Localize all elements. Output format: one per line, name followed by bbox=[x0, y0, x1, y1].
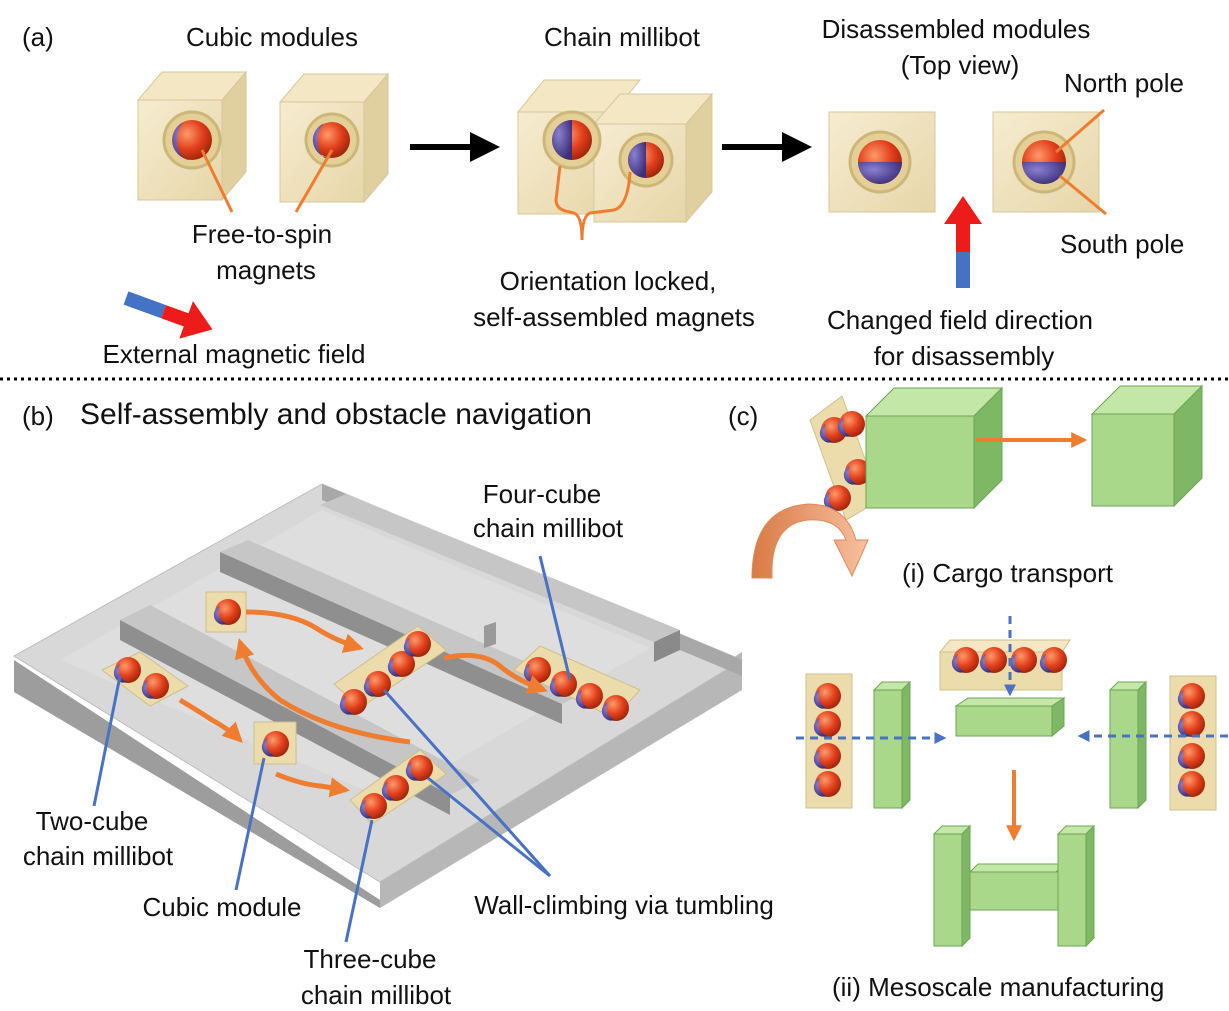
blue-callouts bbox=[92, 555, 572, 943]
panel-b-title: Self-assembly and obstacle navigation bbox=[80, 398, 592, 431]
cubic-module-label: Cubic module bbox=[142, 892, 302, 922]
north-pole-label: North pole bbox=[1064, 68, 1184, 98]
cubic-module-1 bbox=[136, 70, 248, 202]
left-plate bbox=[872, 680, 912, 810]
changed-field-arrow bbox=[944, 196, 982, 288]
chain-millibot-a bbox=[516, 79, 714, 224]
cargo-block-end bbox=[1090, 384, 1204, 508]
chain-millibot-label: Chain millibot bbox=[543, 22, 701, 52]
motion-arrows bbox=[178, 609, 548, 798]
board-side bbox=[14, 660, 380, 908]
orientation-locked-line2: self-assembled magnets bbox=[473, 302, 755, 332]
cubic-module-2 bbox=[278, 72, 390, 204]
cargo-transport-label: (i) Cargo transport bbox=[902, 558, 1113, 588]
top-view-label: (Top view) bbox=[900, 50, 1020, 80]
external-field-label: External magnetic field bbox=[102, 339, 366, 369]
orientation-brace bbox=[554, 165, 632, 241]
two-cube-chain-b bbox=[101, 651, 189, 707]
two-cube-label-line2: chain millibot bbox=[22, 841, 174, 871]
three-cube-chain-lower bbox=[349, 749, 447, 825]
free-to-spin-callout-2 bbox=[294, 149, 334, 213]
panel-a bbox=[123, 70, 1107, 339]
right-plate bbox=[1108, 680, 1148, 810]
wall-climbing-label: Wall-climbing via tumbling bbox=[474, 890, 774, 920]
disassembled-module-1 bbox=[828, 111, 936, 213]
panel-c bbox=[751, 384, 1228, 948]
right-chain-c bbox=[1169, 675, 1217, 811]
panel-c-label: (c) bbox=[728, 401, 759, 431]
changed-field-line1: Changed field direction bbox=[827, 305, 1093, 335]
cubic-modules-label: Cubic modules bbox=[186, 22, 358, 52]
free-to-spin-label-line2: magnets bbox=[216, 255, 316, 285]
four-cube-label-line1: Four-cube bbox=[482, 479, 602, 509]
cargo-block-start bbox=[864, 386, 1004, 510]
three-cube-label-line1: Three-cube bbox=[303, 944, 437, 974]
external-field-arrow bbox=[123, 291, 213, 339]
obstacle-step bbox=[484, 622, 496, 648]
disassembled-modules-label: Disassembled modules bbox=[821, 14, 1091, 44]
mesoscale-manufacturing-label: (ii) Mesoscale manufacturing bbox=[832, 972, 1165, 1002]
three-cube-chain-upper bbox=[333, 625, 447, 715]
left-chain-c bbox=[805, 673, 853, 809]
panel-a-label: (a) bbox=[22, 22, 54, 52]
top-chain-c bbox=[938, 639, 1071, 691]
north-pole-callout bbox=[1055, 108, 1105, 154]
center-beam bbox=[954, 697, 1066, 738]
orientation-locked-line1: Orientation locked, bbox=[499, 266, 717, 296]
four-cube-label-line2: chain millibot bbox=[472, 513, 624, 543]
changed-field-line2: for disassembly bbox=[873, 341, 1055, 371]
two-cube-label-line1: Two-cube bbox=[35, 806, 149, 836]
panel-b bbox=[13, 483, 744, 943]
single-cube-middle bbox=[253, 721, 297, 765]
panel-b-label: (b) bbox=[22, 401, 54, 431]
h-shaped-part bbox=[932, 824, 1096, 948]
assembly-guides bbox=[796, 616, 1228, 744]
four-cube-chain-b bbox=[513, 645, 641, 721]
free-to-spin-callout-1 bbox=[200, 149, 234, 213]
three-cube-label-line2: chain millibot bbox=[300, 980, 452, 1010]
south-pole-label: South pole bbox=[1060, 229, 1185, 259]
single-cube-top bbox=[205, 591, 247, 633]
free-to-spin-label-line1: Free-to-spin bbox=[191, 219, 333, 249]
south-pole-callout bbox=[1059, 174, 1107, 216]
tumbling-arrow bbox=[751, 503, 869, 579]
